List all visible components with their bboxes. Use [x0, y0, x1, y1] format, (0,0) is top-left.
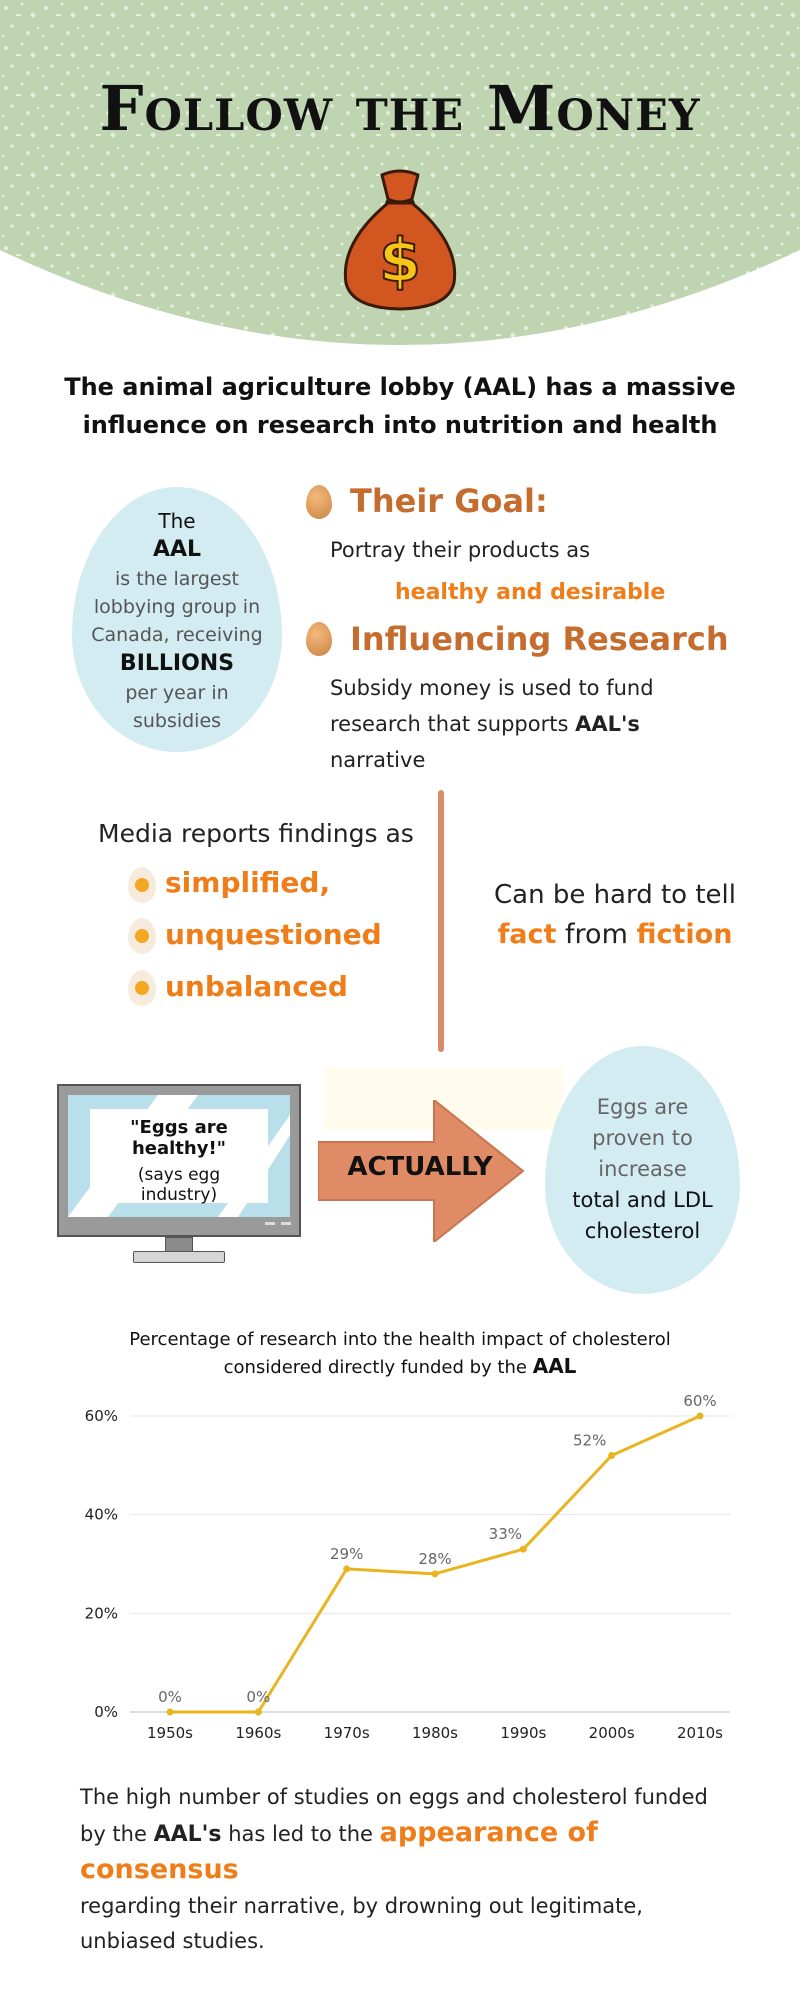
chart-title: Percentage of research into the health i…	[60, 1326, 740, 1381]
data-point	[519, 1545, 527, 1553]
chart-title-aal: AAL	[532, 1354, 577, 1378]
data-point	[431, 1570, 439, 1578]
monitor-icon: "Eggs are healthy!" (says egg industry)	[57, 1084, 301, 1237]
media-item: unquestioned	[165, 918, 382, 951]
aal-egg-callout: The AAL is the largest lobbying group in…	[72, 487, 282, 752]
fried-egg-icon	[128, 867, 156, 903]
arrow-icon	[318, 1100, 525, 1242]
x-tick-label: 1980s	[412, 1724, 458, 1742]
data-label: 52%	[573, 1431, 606, 1449]
monitor-screen: "Eggs are healthy!" (says egg industry)	[68, 1095, 290, 1217]
fiction-word: fiction	[636, 919, 733, 950]
money-bag-icon: $	[343, 169, 457, 311]
aal-egg-line: lobbying group in	[93, 596, 261, 618]
monitor-attribution: industry)	[140, 1185, 218, 1205]
monitor-attribution: (says egg	[137, 1165, 221, 1185]
y-tick-label: 20%	[85, 1604, 118, 1622]
conclusion-highlight: appearance of consensus	[80, 1817, 598, 1885]
x-tick-label: 1950s	[147, 1724, 193, 1742]
media-item: simplified,	[165, 866, 331, 899]
line-chart: 0% 20% 40% 60% 1950s 1960s 1970s 1980s 1990s 2000…	[85, 1392, 730, 1742]
x-tick-label: 2000s	[589, 1724, 635, 1742]
fact-fiction-line: fact from fiction	[455, 915, 775, 955]
conclusion-line: regarding their narrative, by drowning o…	[80, 1894, 643, 1918]
aal-egg-line: per year in	[125, 682, 229, 704]
y-tick-label: 0%	[94, 1703, 118, 1721]
monitor-led	[265, 1222, 275, 1225]
monitor-base	[133, 1251, 225, 1263]
goal-text: Portray their products as	[330, 538, 591, 562]
conclusion-aal: AAL's	[153, 1822, 222, 1847]
data-point	[166, 1708, 174, 1716]
conclusion-span: has led to the	[228, 1822, 373, 1846]
fact-word: fact	[497, 919, 557, 950]
data-label: 28%	[418, 1550, 451, 1568]
cholesterol-line: Eggs are	[596, 1095, 689, 1119]
y-tick-label: 60%	[85, 1407, 118, 1425]
media-item: unbalanced	[165, 970, 348, 1003]
aal-egg-acronym: AAL	[152, 537, 202, 562]
media-intro: Media reports findings as	[98, 819, 414, 848]
x-tick-label: 2010s	[677, 1724, 723, 1742]
egg-bullet-icon	[306, 622, 332, 656]
data-label: 60%	[683, 1392, 716, 1410]
conclusion-line: unbiased studies.	[80, 1929, 265, 1953]
aal-egg-line: is the largest	[115, 568, 239, 590]
section-divider	[438, 790, 444, 1052]
svg-text:$: $	[379, 226, 421, 296]
data-label: 33%	[489, 1525, 522, 1543]
cholesterol-line: increase	[598, 1157, 687, 1181]
data-point	[343, 1565, 351, 1573]
conclusion-line: by the AAL's has led to the appearance o…	[80, 1815, 760, 1889]
egg-bullet-icon	[306, 485, 332, 519]
chart-title-line: Percentage of research into the health i…	[129, 1329, 671, 1350]
aal-egg-line: Canada, receiving	[91, 624, 263, 646]
actually-label: ACTUALLY	[347, 1152, 493, 1182]
influence-aal-bold: AAL's	[575, 712, 640, 736]
goal-highlight: healthy and desirable	[395, 580, 666, 605]
cholesterol-line: proven to	[592, 1126, 693, 1150]
influence-text: Subsidy money is used to fund research t…	[330, 670, 654, 778]
data-point	[254, 1708, 262, 1716]
goal-heading: Their Goal:	[350, 482, 548, 520]
y-tick-label: 40%	[85, 1506, 118, 1524]
data-label: 0%	[158, 1688, 182, 1706]
cholesterol-line: cholesterol	[584, 1219, 701, 1243]
cholesterol-line: total and LDL	[572, 1188, 713, 1212]
page-title: Follow the Money	[99, 72, 701, 145]
conclusion-line: The high number of studies on eggs and c…	[80, 1785, 708, 1809]
conclusion: The high number of studies on eggs and c…	[80, 1780, 760, 1959]
aal-egg-line: The	[158, 509, 196, 533]
intro-statement: The animal agriculture lobby (AAL) has a…	[64, 373, 736, 439]
hard-to-tell: Can be hard to tell fact from fiction	[455, 875, 775, 955]
chart-title-span: considered directly funded by the	[223, 1357, 527, 1378]
monitor-led	[281, 1222, 291, 1225]
conclusion-span: by the	[80, 1822, 147, 1846]
data-point	[608, 1451, 616, 1459]
chart-title-line: considered directly funded by the AAL	[60, 1353, 740, 1381]
influence-text-line: Subsidy money is used to fund	[330, 676, 654, 700]
x-tick-label: 1970s	[324, 1724, 370, 1742]
influence-heading: Influencing Research	[350, 620, 729, 658]
cholesterol-egg-callout: Eggs are proven to increase total and LD…	[545, 1046, 740, 1294]
from-word: from	[565, 919, 628, 950]
monitor-quote: "Eggs are healthy!"	[130, 1117, 228, 1159]
data-label: 0%	[246, 1688, 270, 1706]
aal-egg-line: subsidies	[132, 710, 222, 732]
influence-text-line: research that supports AAL's	[330, 706, 654, 742]
screen-callout: "Eggs are healthy!" (says egg industry)	[90, 1109, 268, 1205]
influence-text-line: narrative	[330, 748, 426, 772]
fried-egg-icon	[128, 918, 156, 954]
aal-egg-billions: BILLIONS	[119, 651, 235, 676]
influence-text-span: research that supports	[330, 712, 569, 736]
fried-egg-icon	[128, 970, 156, 1006]
x-tick-label: 1960s	[235, 1724, 281, 1742]
data-point	[696, 1412, 704, 1420]
data-label: 29%	[330, 1545, 363, 1563]
x-tick-label: 1990s	[500, 1724, 546, 1742]
hard-to-tell-line: Can be hard to tell	[493, 880, 736, 910]
